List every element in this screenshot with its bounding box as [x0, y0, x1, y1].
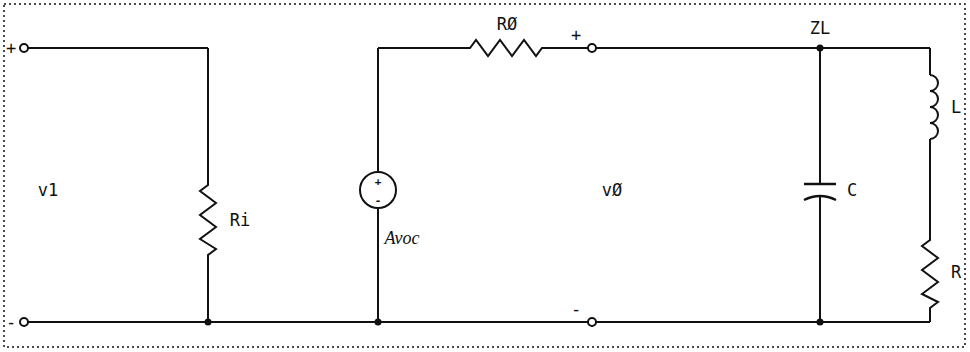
terminal-sign: -: [6, 314, 16, 331]
resistor-symbol: [378, 40, 930, 56]
component-name: RØ: [497, 16, 517, 33]
input-terminal: [20, 318, 28, 326]
component-name: Ri: [230, 212, 250, 229]
wire: [819, 196, 821, 322]
terminal-sign: +: [571, 27, 581, 44]
output-terminal: [588, 44, 596, 52]
component-name: R: [951, 264, 961, 281]
component-name: C: [847, 182, 857, 199]
terminal-sign: -: [571, 301, 581, 318]
dotted-border: [4, 4, 965, 347]
wire: [929, 48, 931, 75]
wire: [28, 321, 930, 323]
voltage-source-symbol: [360, 172, 396, 208]
capacitor-symbol: [804, 183, 836, 186]
output-terminal: [588, 318, 596, 326]
resistor-symbol: [922, 139, 938, 322]
wire: [377, 48, 379, 172]
signal-name: v1: [38, 182, 58, 199]
component-name: Avoc: [385, 229, 420, 247]
input-terminal: [20, 44, 28, 52]
source-sign: -: [375, 195, 382, 206]
wire: [377, 208, 379, 322]
component-name: L: [951, 99, 961, 116]
junction-dot: [817, 45, 824, 52]
wire: [28, 47, 208, 49]
inductor-symbol: [930, 75, 938, 139]
junction-dot: [205, 319, 212, 326]
wire: [819, 48, 821, 184]
terminal-sign: +: [6, 40, 16, 57]
junction-dot: [817, 319, 824, 326]
component-name: ZL: [810, 20, 830, 37]
source-sign: +: [375, 176, 382, 187]
resistor-symbol: [200, 48, 216, 322]
signal-name: vØ: [602, 182, 622, 199]
junction-dot: [375, 319, 382, 326]
